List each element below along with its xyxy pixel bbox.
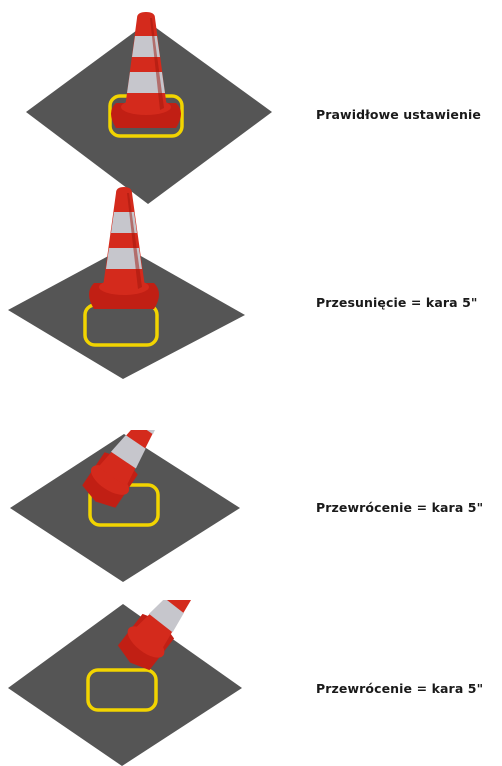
panel-knocked-over-2: Przewrócenie = kara 5" (0, 600, 502, 766)
panel-displaced: Przesunięcie = kara 5" (0, 185, 502, 380)
traffic-cone (89, 187, 159, 309)
illustration-cone-correct (0, 0, 502, 210)
caption-correct-placement: Prawidłowe ustawienie (316, 107, 481, 122)
caption-knocked-over-1: Przewrócenie = kara 5" (316, 500, 483, 515)
caption-displaced: Przesunięcie = kara 5" (316, 295, 478, 310)
panel-knocked-over-1: Przewrócenie = kara 5" (0, 430, 502, 610)
ground-mat (8, 604, 242, 766)
illustration-cone-knocked-over-1 (0, 430, 502, 610)
caption-knocked-over-2: Przewrócenie = kara 5" (316, 681, 483, 696)
illustration-cone-displaced (0, 185, 502, 380)
panel-correct-placement: Prawidłowe ustawienie (0, 0, 502, 200)
